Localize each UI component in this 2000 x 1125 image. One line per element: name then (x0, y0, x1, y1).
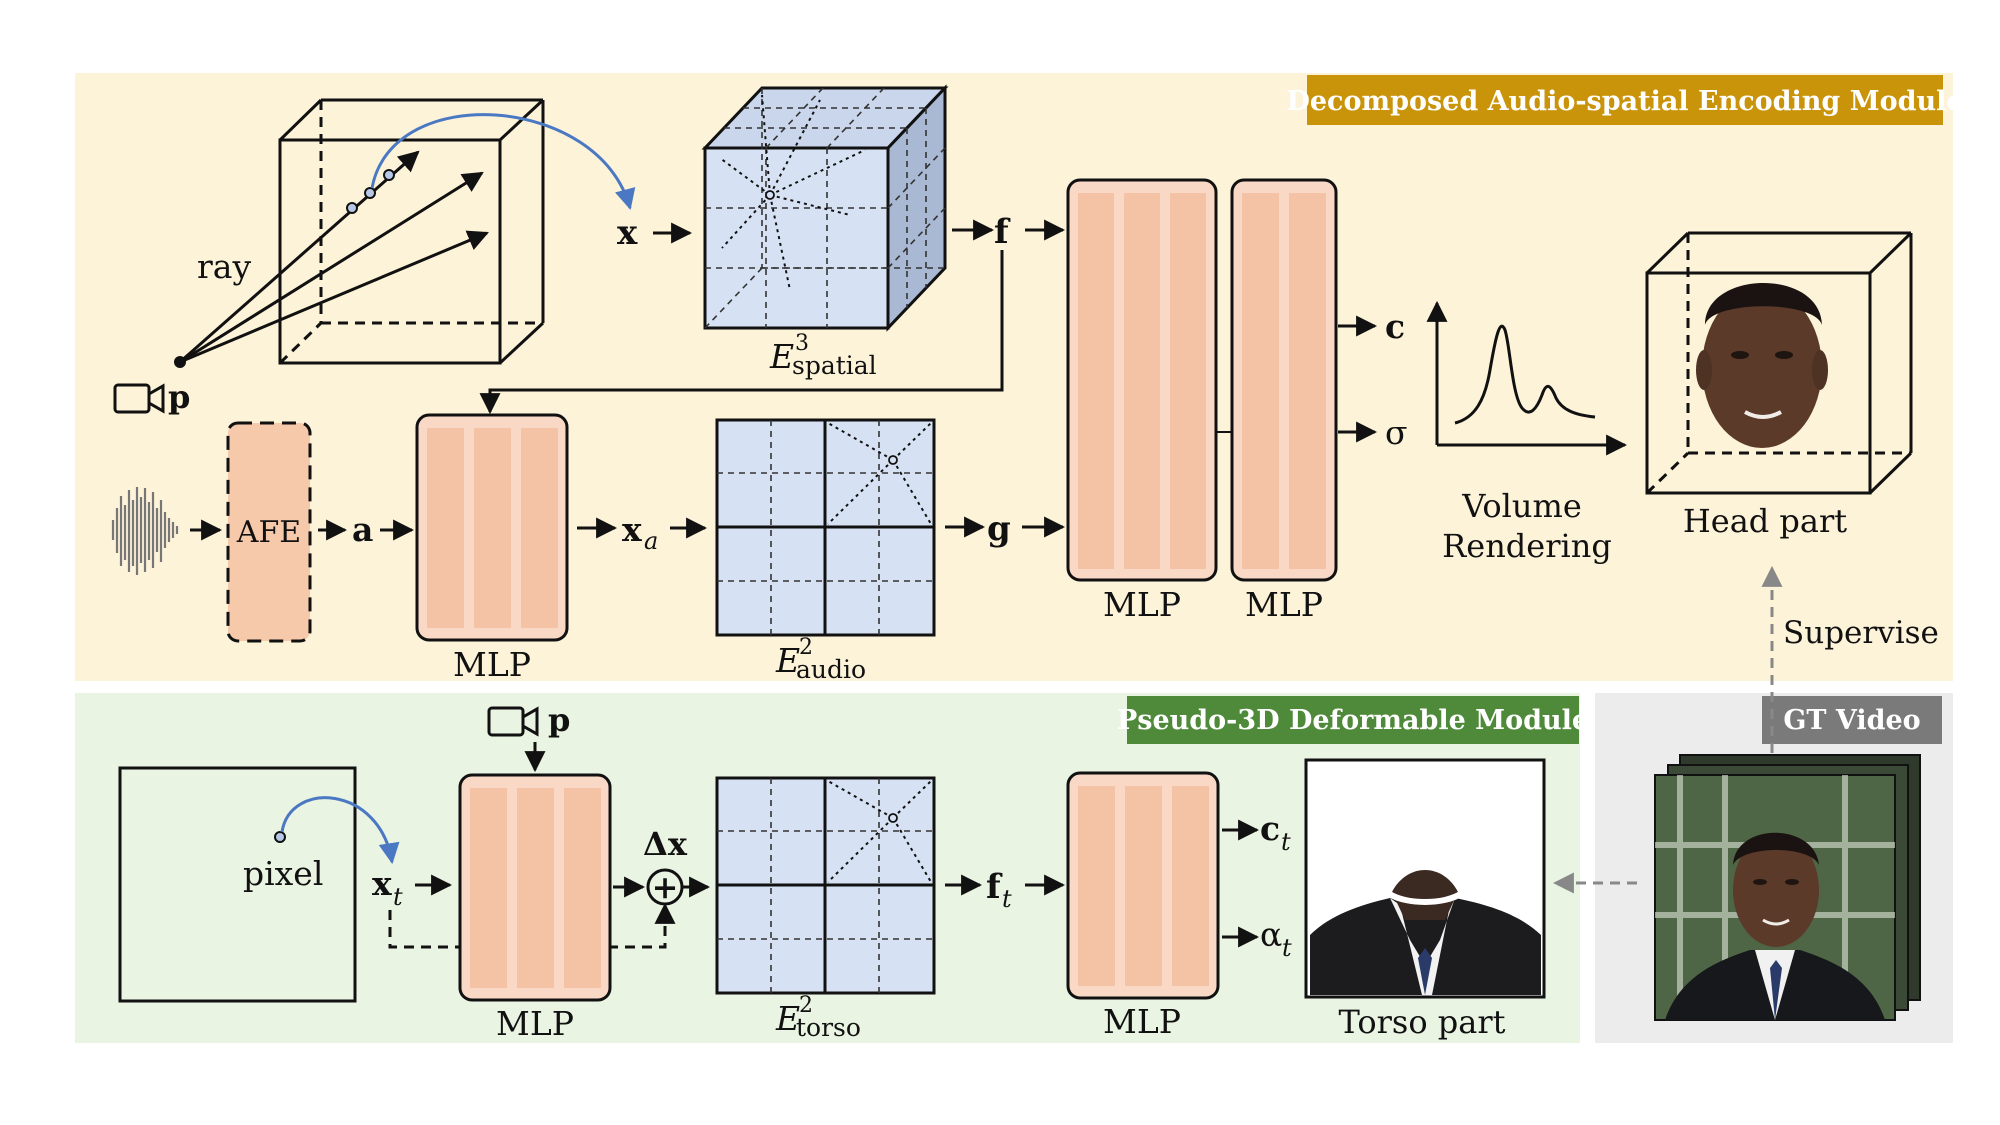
mlp-large-2-label: MLP (1245, 585, 1323, 624)
ray-cube (278, 98, 545, 365)
sample-points (346, 169, 395, 214)
volume-rendering-label-1: Volume (1461, 487, 1582, 525)
alpha-sub: t (1282, 934, 1292, 962)
camera-pose-label: p (168, 378, 190, 416)
ft-sub: t (1002, 885, 1012, 913)
e-spatial-sub: spatial (792, 351, 877, 380)
spatial-grid-cube (701, 84, 949, 332)
image-plane (118, 766, 357, 1003)
mlp-audio-label: MLP (453, 645, 531, 684)
delta-x-label: Δx (643, 825, 688, 863)
mlp-torso-label: MLP (1103, 1002, 1181, 1041)
camera-icon-bottom (487, 706, 539, 737)
ft-label: f (986, 867, 1003, 907)
mlp-deform (458, 773, 612, 1002)
xa-label: x (622, 510, 642, 549)
xt-label: x (372, 864, 392, 903)
a-label: a (352, 510, 373, 549)
ct-sub: t (1281, 828, 1291, 856)
xt-sub: t (393, 883, 403, 911)
x-label: x (617, 213, 638, 253)
top-module-title: Decomposed Audio-spatial Encoding Module (1286, 86, 1963, 117)
ct-label: c (1260, 809, 1280, 848)
bottom-module-title: Pseudo-3D Deformable Module (1117, 705, 1589, 736)
e-audio-sup: 2 (799, 635, 813, 660)
xa-sub: a (644, 527, 658, 555)
torso-part-label: Torso part (1339, 1003, 1506, 1041)
e-torso-sup: 2 (799, 993, 813, 1018)
sample-to-grid-arrow (370, 113, 636, 211)
e-spatial-sup: 3 (795, 331, 809, 356)
afe-label: AFE (236, 515, 301, 550)
head-part-label: Head part (1683, 502, 1847, 540)
camera-point (174, 356, 186, 368)
ray-label: ray (197, 247, 251, 286)
mlp-large-1 (1066, 178, 1218, 582)
mlp-large-2 (1230, 178, 1338, 582)
e-audio-label: E (775, 641, 800, 680)
top-module-background (75, 73, 1953, 681)
gt-video-banner (1762, 696, 1942, 744)
torso-image (1304, 758, 1546, 999)
volume-rendering-plot (1426, 300, 1628, 456)
c-label: c (1385, 307, 1405, 346)
gt-video-frames (1654, 754, 1921, 1021)
audio-grid (715, 418, 936, 637)
e-audio-sub: audio (796, 655, 866, 684)
e-torso-label: E (775, 999, 800, 1038)
camera-icon (113, 383, 165, 414)
f-feedback-arrow (479, 250, 1004, 415)
waveform-icon (111, 487, 179, 575)
mlp-torso (1066, 771, 1220, 1000)
supervise-label: Supervise (1783, 615, 1939, 651)
rays (179, 150, 489, 364)
g-label: g (987, 509, 1011, 549)
pixel-point (274, 831, 286, 843)
top-module-banner (1307, 75, 1943, 125)
sum-plus: + (652, 868, 679, 906)
bottom-module-banner (1127, 696, 1579, 744)
head-cube-back (1686, 231, 1913, 455)
head-cube-front (1645, 231, 1913, 495)
mlp-large-1-label: MLP (1103, 585, 1181, 624)
alpha-label: α (1260, 915, 1282, 954)
e-spatial-label: E (769, 337, 794, 376)
afe-box (226, 421, 312, 643)
mlp-audio (415, 413, 569, 642)
f-label: f (994, 212, 1011, 252)
sum-node (646, 868, 684, 906)
volume-rendering-label-2: Rendering (1442, 527, 1612, 565)
pixel-to-xt-arrow (280, 796, 400, 865)
head-image (1696, 282, 1828, 448)
gt-video-title: GT Video (1783, 705, 1920, 736)
sigma-label: σ (1385, 413, 1408, 452)
pixel-label: pixel (243, 854, 323, 893)
e-torso-sub: torso (796, 1013, 861, 1042)
torso-grid (715, 776, 936, 995)
camera-pose-label-bottom: p (548, 701, 570, 739)
mlp-deform-label: MLP (496, 1004, 574, 1043)
